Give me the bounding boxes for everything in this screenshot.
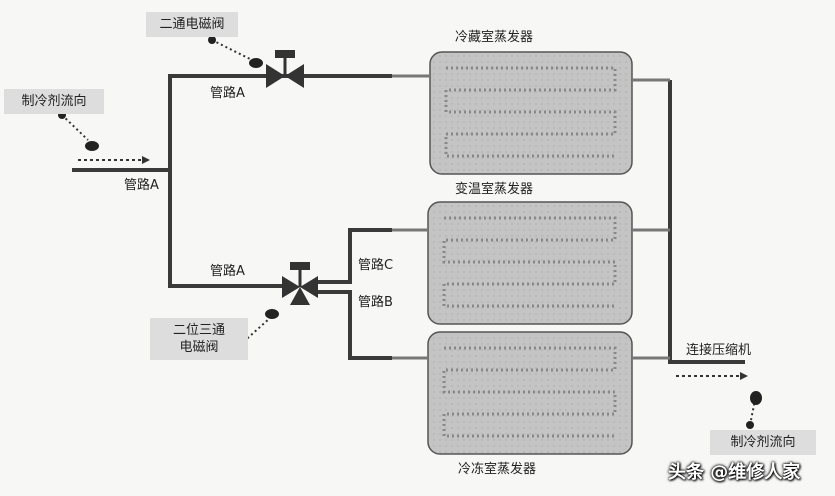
two-way-valve-tag: 二通电磁阀 [146,12,238,37]
pipe-a-label-left: 管路A [124,178,159,193]
three-way-valve-tag: 二位三通 电磁阀 [150,318,248,360]
freezer-evaporator [427,331,633,455]
variable-evaporator [427,201,633,325]
refrigerant-flow-out-tag: 制冷剂流向 [710,430,816,455]
fridge-evaporator-label: 冷藏室蒸发器 [455,30,534,45]
compressor-label: 连接压缩机 [686,343,752,358]
three-way-valve-label-1: 二位三通 [172,323,225,338]
fridge-evaporator [429,51,633,175]
refrigerant-flow-tag: 制冷剂流向 [4,89,104,114]
two-way-solenoid-valve [266,50,304,88]
pipe-a-label-top: 管路A [210,86,245,101]
freezer-evaporator-label: 冷冻室蒸发器 [458,462,537,477]
flow-arrow-icon [78,156,748,380]
pipe-b-label: 管路B [358,295,393,310]
pipe-c-label: 管路C [358,258,394,273]
variable-evaporator-label: 变温室蒸发器 [455,182,534,197]
three-way-solenoid-valve [282,262,318,305]
pointing-hand-icon [85,58,762,405]
watermark: 头条 @维修人家 [668,462,801,483]
pipe-a-label-bottom: 管路A [210,264,245,279]
three-way-valve-label-2: 电磁阀 [179,340,219,355]
